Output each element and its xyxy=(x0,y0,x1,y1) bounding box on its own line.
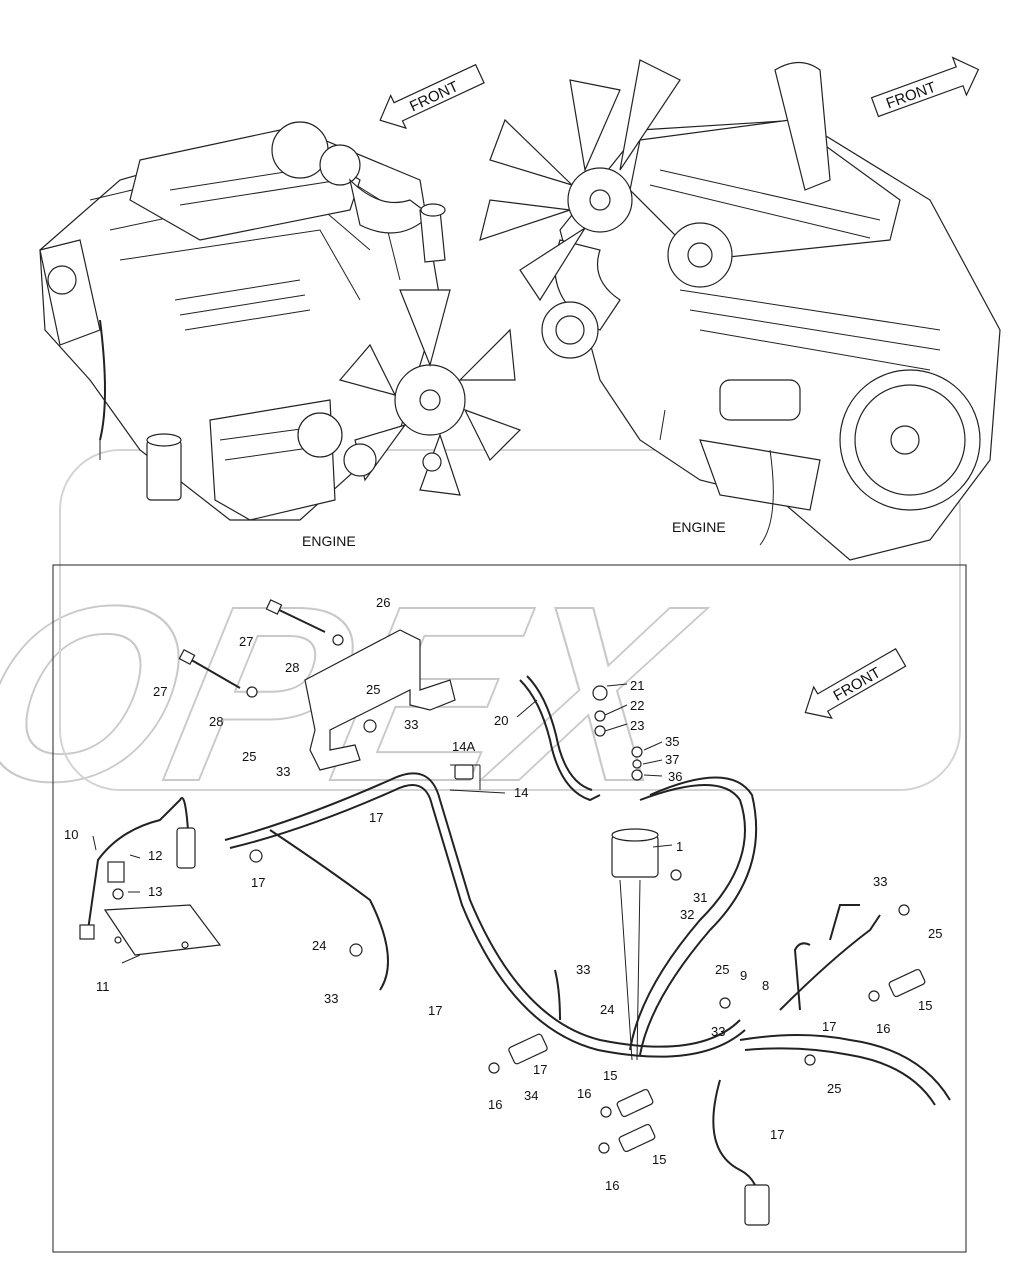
detail-frame xyxy=(52,564,967,1253)
callout-33: 33 xyxy=(873,874,887,889)
engine-left-illustration xyxy=(39,121,522,521)
relay-part xyxy=(611,828,659,1061)
callout-9: 9 xyxy=(740,968,747,983)
bracket-part xyxy=(304,629,456,771)
callout-33: 33 xyxy=(404,717,418,732)
callout-12: 12 xyxy=(148,848,162,863)
callout-33: 33 xyxy=(711,1024,725,1039)
right-fan xyxy=(479,59,681,302)
svg-text:FRONT: FRONT xyxy=(830,664,883,705)
fuse-part xyxy=(454,764,474,780)
callout-17: 17 xyxy=(428,1003,442,1018)
callout-32: 32 xyxy=(680,907,694,922)
callout-24: 24 xyxy=(312,938,326,953)
callout-25: 25 xyxy=(827,1081,841,1096)
callout-33: 33 xyxy=(276,764,290,779)
callout-25: 25 xyxy=(366,682,380,697)
stud-parts xyxy=(508,968,926,1153)
sensor-plate-part xyxy=(79,797,222,956)
callout-14a: 14A xyxy=(452,739,475,754)
callout-17: 17 xyxy=(369,810,383,825)
callout-14: 14 xyxy=(514,785,528,800)
callout-17: 17 xyxy=(251,875,265,890)
callout-17: 17 xyxy=(822,1019,836,1034)
callout-15: 15 xyxy=(652,1152,666,1167)
callout-36: 36 xyxy=(668,769,682,784)
engine-right-caption: ENGINE xyxy=(672,519,726,535)
callout-11: 11 xyxy=(96,979,110,994)
callout-25: 25 xyxy=(928,926,942,941)
callout-1: 1 xyxy=(676,839,683,854)
callout-34: 34 xyxy=(524,1088,538,1103)
connector-part xyxy=(744,1184,770,1226)
callout-33: 33 xyxy=(324,991,338,1006)
engine-right-illustration xyxy=(479,59,1001,561)
callout-26: 26 xyxy=(376,595,390,610)
callout-15: 15 xyxy=(603,1068,617,1083)
callout-33: 33 xyxy=(576,962,590,977)
engine-left-caption: ENGINE xyxy=(302,533,356,549)
front-arrow-left: FRONT xyxy=(379,63,485,130)
callout-25: 25 xyxy=(242,749,256,764)
callout-28: 28 xyxy=(209,714,223,729)
front-arrow-right: FRONT xyxy=(870,56,980,118)
callout-23: 23 xyxy=(630,718,644,733)
callout-22: 22 xyxy=(630,698,644,713)
bolt-parts xyxy=(178,599,344,698)
callout-10: 10 xyxy=(64,827,78,842)
callout-13: 13 xyxy=(148,884,162,899)
callout-25: 25 xyxy=(715,962,729,977)
callout-35: 35 xyxy=(665,734,679,749)
callout-37: 37 xyxy=(665,752,679,767)
callout-17: 17 xyxy=(533,1062,547,1077)
front-arrow-detail: FRONT xyxy=(804,648,907,719)
callout-27: 27 xyxy=(239,634,253,649)
callout-8: 8 xyxy=(762,978,769,993)
callout-16: 16 xyxy=(876,1021,890,1036)
callout-21: 21 xyxy=(630,678,644,693)
callout-20: 20 xyxy=(494,713,508,728)
callout-16: 16 xyxy=(488,1097,502,1112)
callout-16: 16 xyxy=(577,1086,591,1101)
leader-lines xyxy=(92,683,673,964)
callout-28: 28 xyxy=(285,660,299,675)
callout-24: 24 xyxy=(600,1002,614,1017)
callout-15: 15 xyxy=(918,998,932,1013)
callout-16: 16 xyxy=(605,1178,619,1193)
callout-labels: 1 8 9 10 11 12 13 14 14A 15 15 15 16 16 … xyxy=(64,595,942,1193)
callout-17: 17 xyxy=(770,1127,784,1142)
wire-harness xyxy=(224,675,951,1211)
fastener-parts xyxy=(249,685,910,1154)
callout-27: 27 xyxy=(153,684,167,699)
callout-31: 31 xyxy=(693,890,707,905)
